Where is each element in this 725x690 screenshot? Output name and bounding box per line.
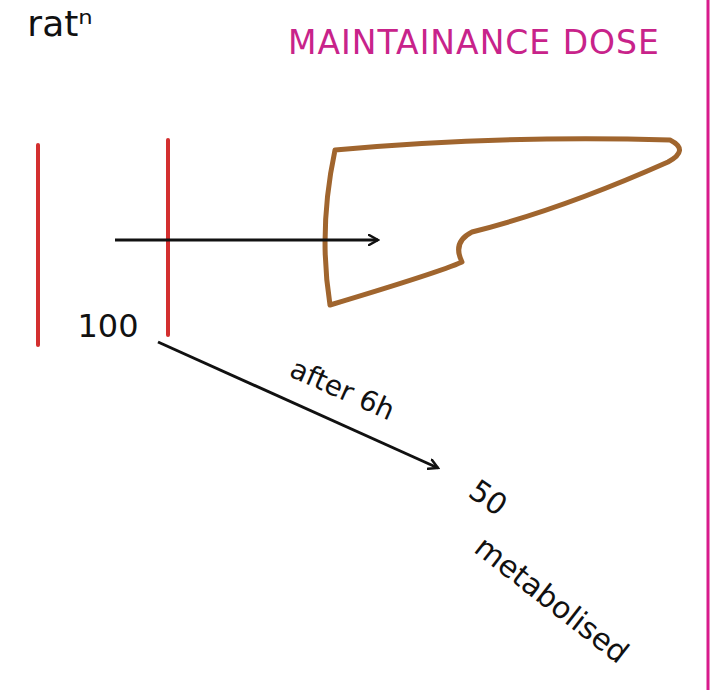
amount-label: 100 xyxy=(77,307,138,345)
margin-line xyxy=(707,0,710,690)
note-label: metabolised xyxy=(468,529,636,671)
time-arrow xyxy=(158,342,438,468)
liver-outline xyxy=(325,139,679,305)
drug-arrow xyxy=(115,239,378,242)
heading: MAINTAINANCE DOSE xyxy=(288,22,698,65)
arrow-label: after 6h xyxy=(285,352,400,428)
amount-label: 50 xyxy=(462,472,514,523)
membrane-line xyxy=(36,145,40,345)
membrane-line xyxy=(166,140,170,335)
cropped-note: ratⁿ xyxy=(27,2,92,45)
